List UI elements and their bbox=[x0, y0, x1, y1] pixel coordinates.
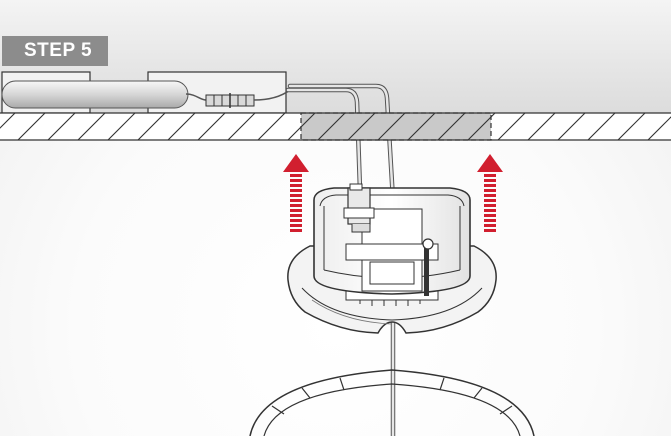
terminal-block bbox=[343, 183, 375, 233]
supply-cable bbox=[285, 83, 396, 436]
downlight-housing bbox=[313, 187, 471, 296]
trim-ring bbox=[249, 369, 535, 436]
led-driver bbox=[1, 71, 287, 114]
up-arrow-icon bbox=[283, 154, 309, 232]
step-badge: STEP 5 bbox=[2, 36, 108, 66]
ceiling-board bbox=[0, 112, 671, 141]
up-arrow-icon bbox=[477, 154, 503, 232]
